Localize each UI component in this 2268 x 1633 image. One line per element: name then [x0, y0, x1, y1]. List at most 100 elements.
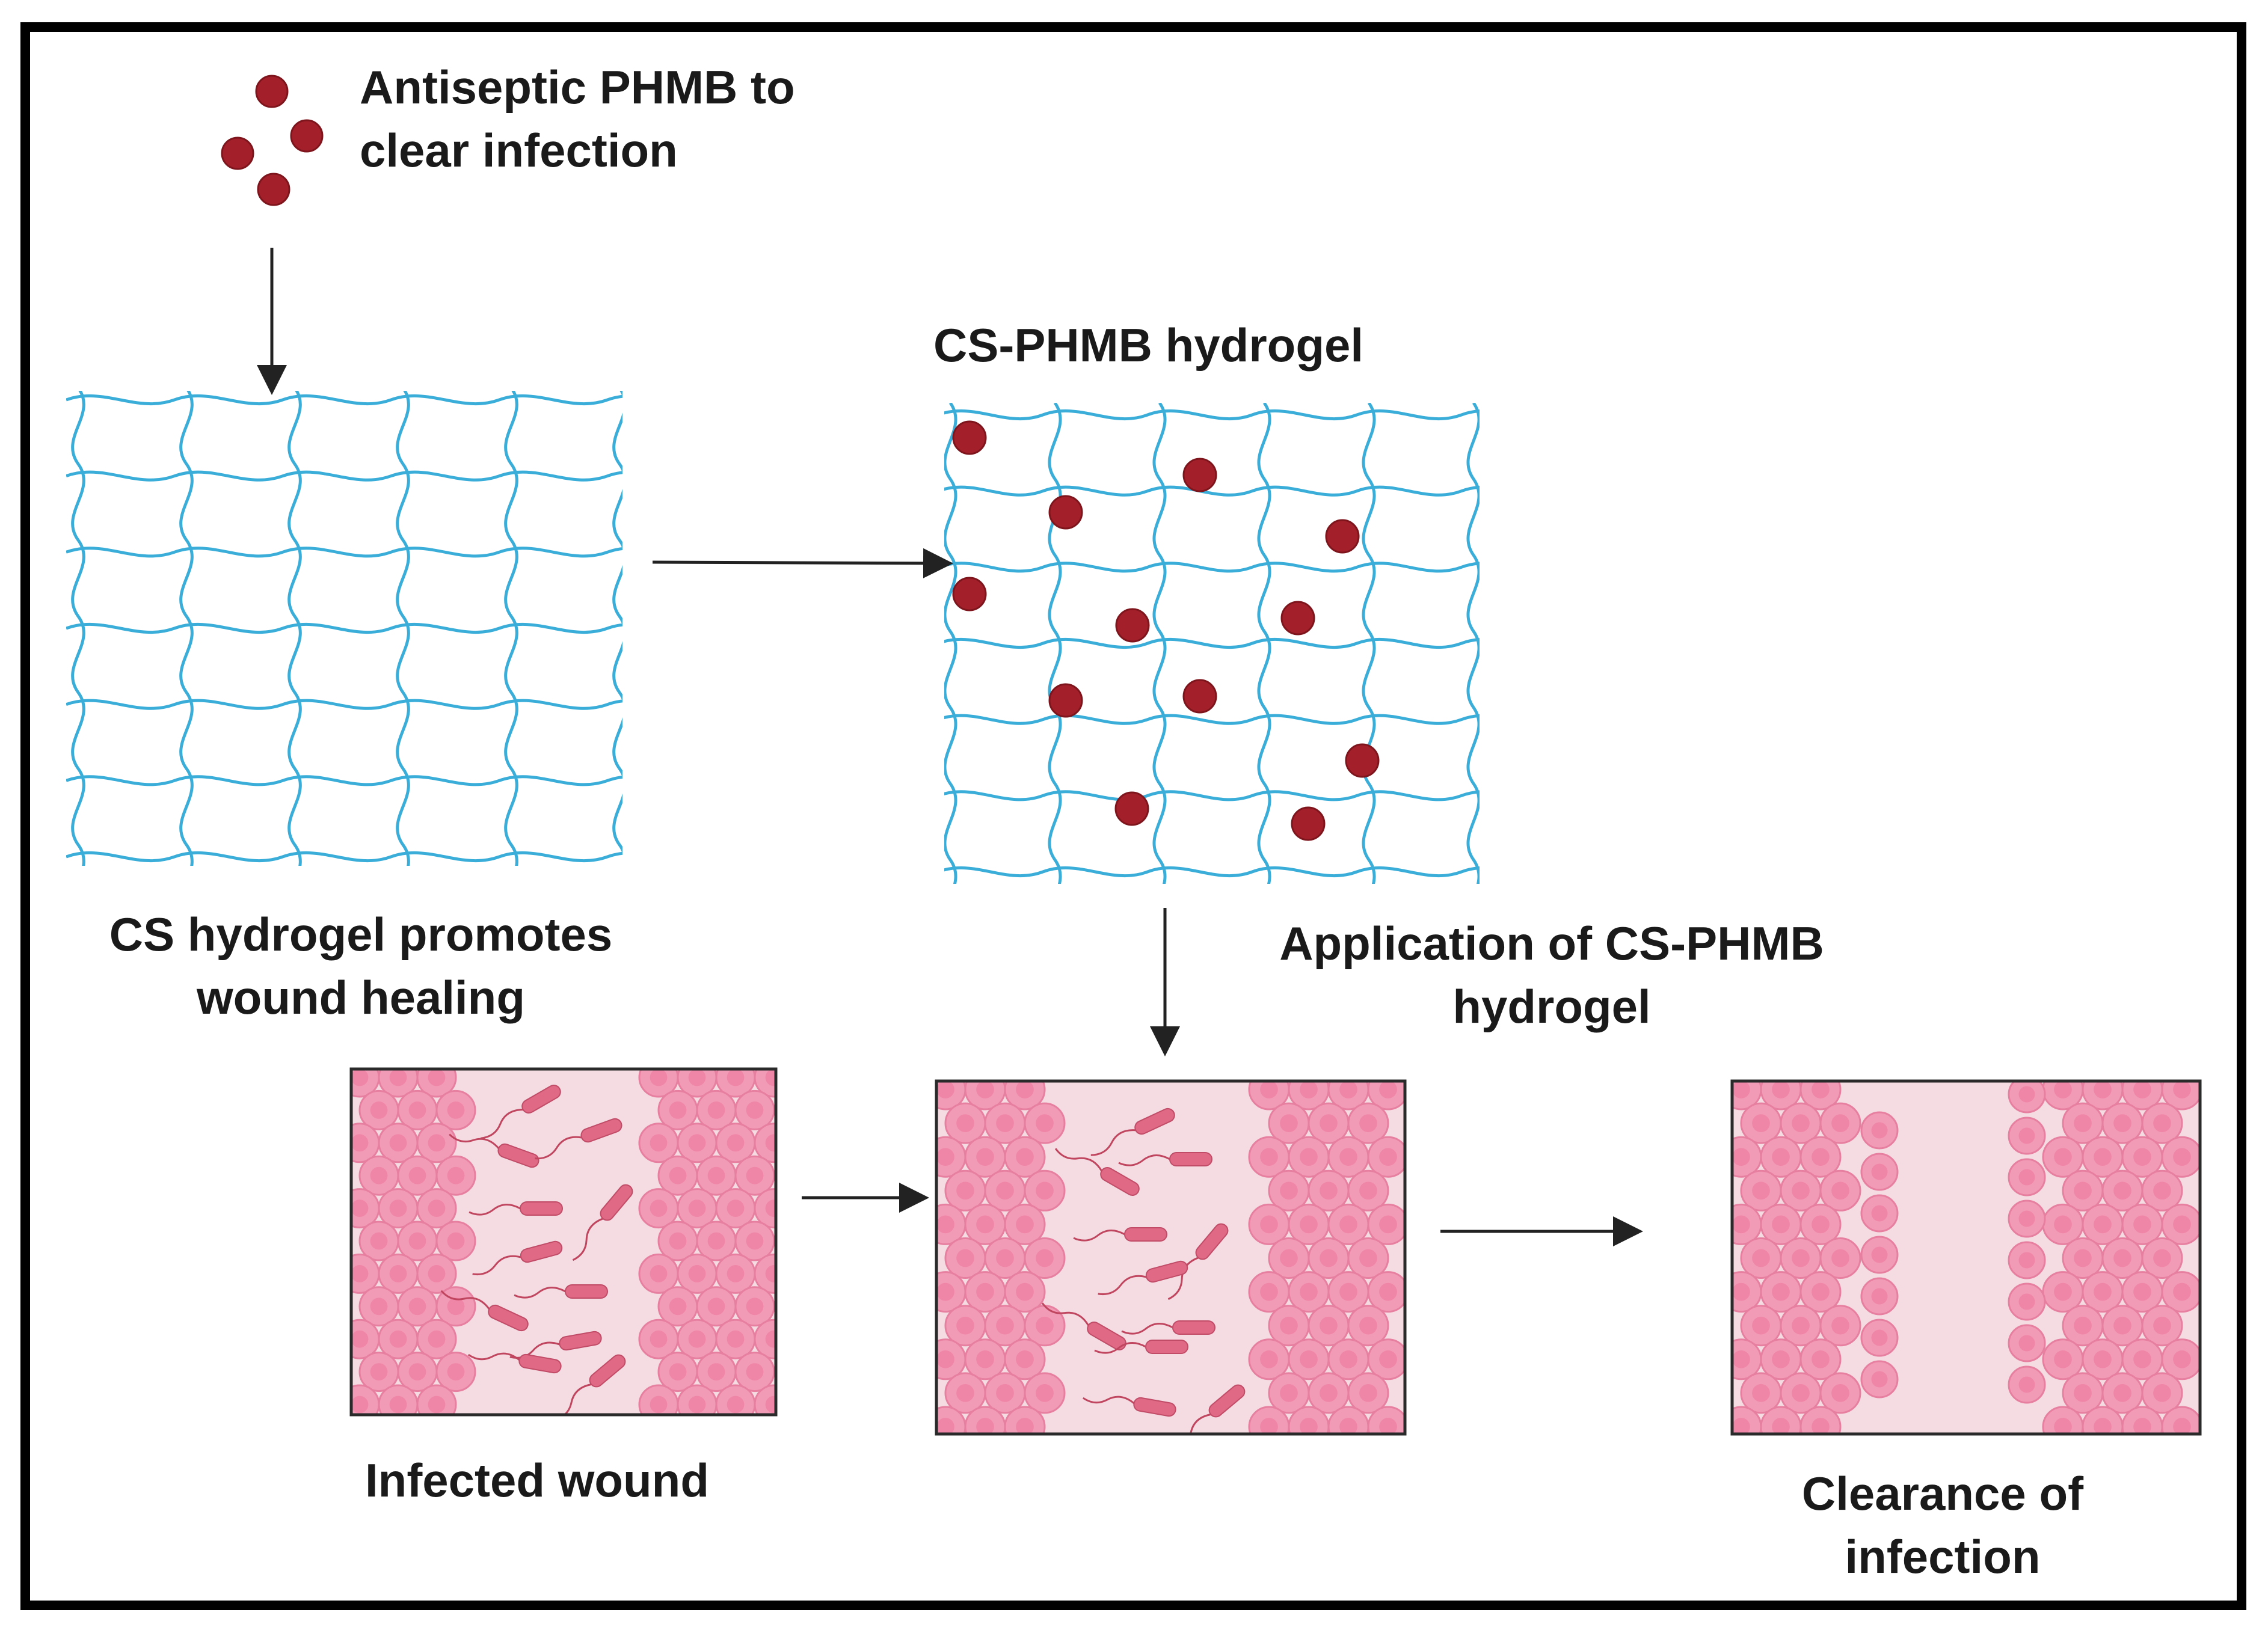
tissue-cell [734, 1286, 775, 1327]
phmb-particle [221, 136, 254, 170]
tissue-cell [2062, 1372, 2104, 1414]
mesh-strand [66, 851, 622, 863]
tissue-cell [2101, 1372, 2144, 1414]
wound-border [349, 1067, 778, 1417]
tissue-cell [734, 1089, 775, 1130]
phmb-particle [1182, 458, 1217, 492]
phmb-particle [1182, 679, 1217, 714]
clearance-caption: Clearance of infection [1801, 1467, 2084, 1583]
tissue-cell [1288, 1081, 1330, 1111]
mesh-strand [396, 391, 410, 866]
mesh-strand [66, 470, 622, 482]
tissue-cell [936, 1338, 967, 1380]
mesh-strand [944, 403, 957, 884]
tissue-cell [416, 1319, 457, 1359]
tissue-cell [1268, 1305, 1310, 1347]
tissue-cell [1347, 1372, 1389, 1414]
tissue-cell [2141, 1372, 2183, 1414]
tissue-cell [416, 1253, 457, 1294]
tissue-cell [2121, 1338, 2163, 1380]
tissue-cell [2082, 1338, 2124, 1380]
tissue-cell [677, 1384, 718, 1415]
tissue-cell [351, 1123, 380, 1163]
tissue-cell [734, 1155, 775, 1196]
bacterium [514, 1284, 608, 1299]
bacterium [480, 1085, 561, 1139]
bacterium [554, 1354, 626, 1415]
tissue-cell [378, 1069, 419, 1098]
tissue-cell [677, 1253, 718, 1294]
tissue-cell [435, 1221, 476, 1261]
phmb-particle [290, 119, 324, 153]
tissue-cell [657, 1221, 698, 1261]
phmb-particle [952, 577, 987, 611]
phmb-particle [255, 75, 289, 108]
tissue-cell [435, 1155, 476, 1196]
tissue-cell [936, 1203, 967, 1245]
tissue-cell [1732, 1406, 1762, 1434]
tissue-cell [1799, 1271, 1842, 1313]
tissue-cell [2161, 1338, 2200, 1380]
tissue-cell [435, 1089, 476, 1130]
tissue-cell [397, 1089, 438, 1130]
tissue-cell [351, 1384, 380, 1415]
mesh-strand [944, 485, 1480, 497]
tissue-cell [1819, 1305, 1861, 1347]
tissue-cell [1760, 1136, 1802, 1178]
tissue-cell [984, 1169, 1026, 1212]
tissue-cell [378, 1253, 419, 1294]
tissue-cell [638, 1253, 679, 1294]
tissue-cell [2008, 1199, 2046, 1238]
tissue-cell [734, 1352, 775, 1392]
tissue-cell [1024, 1102, 1066, 1144]
tissue-cell [1760, 1081, 1802, 1111]
tissue-cell [1024, 1372, 1066, 1414]
tissue-cell [2121, 1136, 2163, 1178]
tissue-cell [754, 1319, 776, 1359]
tissue-cell [2161, 1406, 2200, 1434]
tissue-cell [1780, 1169, 1822, 1212]
mesh-strand [1362, 403, 1376, 884]
cs-hydrogel-caption: CS hydrogel promotes wound healing [109, 908, 613, 1024]
tissue-cell [984, 1102, 1026, 1144]
bacterium [440, 1290, 529, 1332]
tissue-cell [2042, 1406, 2084, 1434]
tissue-cell [1004, 1203, 1046, 1245]
tissue-cell [358, 1352, 399, 1392]
tissue-cell [397, 1286, 438, 1327]
tissue-cell [1347, 1102, 1389, 1144]
healed-wound-panel [1730, 1079, 2202, 1436]
bacterium [1098, 1260, 1188, 1295]
mesh-strand [1466, 403, 1480, 884]
tissue-cell [1288, 1406, 1330, 1434]
bacterium [1041, 1302, 1126, 1350]
tissue-cell [2161, 1271, 2200, 1313]
tissue-cell [2008, 1365, 2046, 1404]
tissue-cell [944, 1102, 986, 1144]
tissue-cell [754, 1253, 776, 1294]
tissue-cell [2008, 1081, 2046, 1114]
tissue-cell [1367, 1338, 1405, 1380]
tissue-cell [944, 1237, 986, 1279]
tissue-cell [416, 1384, 457, 1415]
tissue-cell [1024, 1237, 1066, 1279]
tissue-cell [1308, 1305, 1350, 1347]
tissue-cell [677, 1188, 718, 1229]
tissue-cell [1732, 1203, 1762, 1245]
tissue-cell [2161, 1136, 2200, 1178]
arrow-hydrogel-to-cs-phmb [652, 548, 953, 578]
tissue-cell [944, 1305, 986, 1347]
tissue-cell [1799, 1136, 1842, 1178]
tissue-cell [2121, 1406, 2163, 1434]
tissue-cell [378, 1188, 419, 1229]
mesh-strand [944, 409, 1480, 421]
bacterium [472, 1240, 563, 1275]
phmb-particle [257, 173, 290, 206]
tissue-cell [378, 1319, 419, 1359]
tissue-cell [1860, 1153, 1899, 1191]
tissue-cell [1760, 1406, 1802, 1434]
tissue-cell [1740, 1169, 1782, 1212]
mesh-strand [944, 562, 1480, 573]
tissue-cell [754, 1188, 776, 1229]
tissue-cell [1860, 1319, 1899, 1357]
